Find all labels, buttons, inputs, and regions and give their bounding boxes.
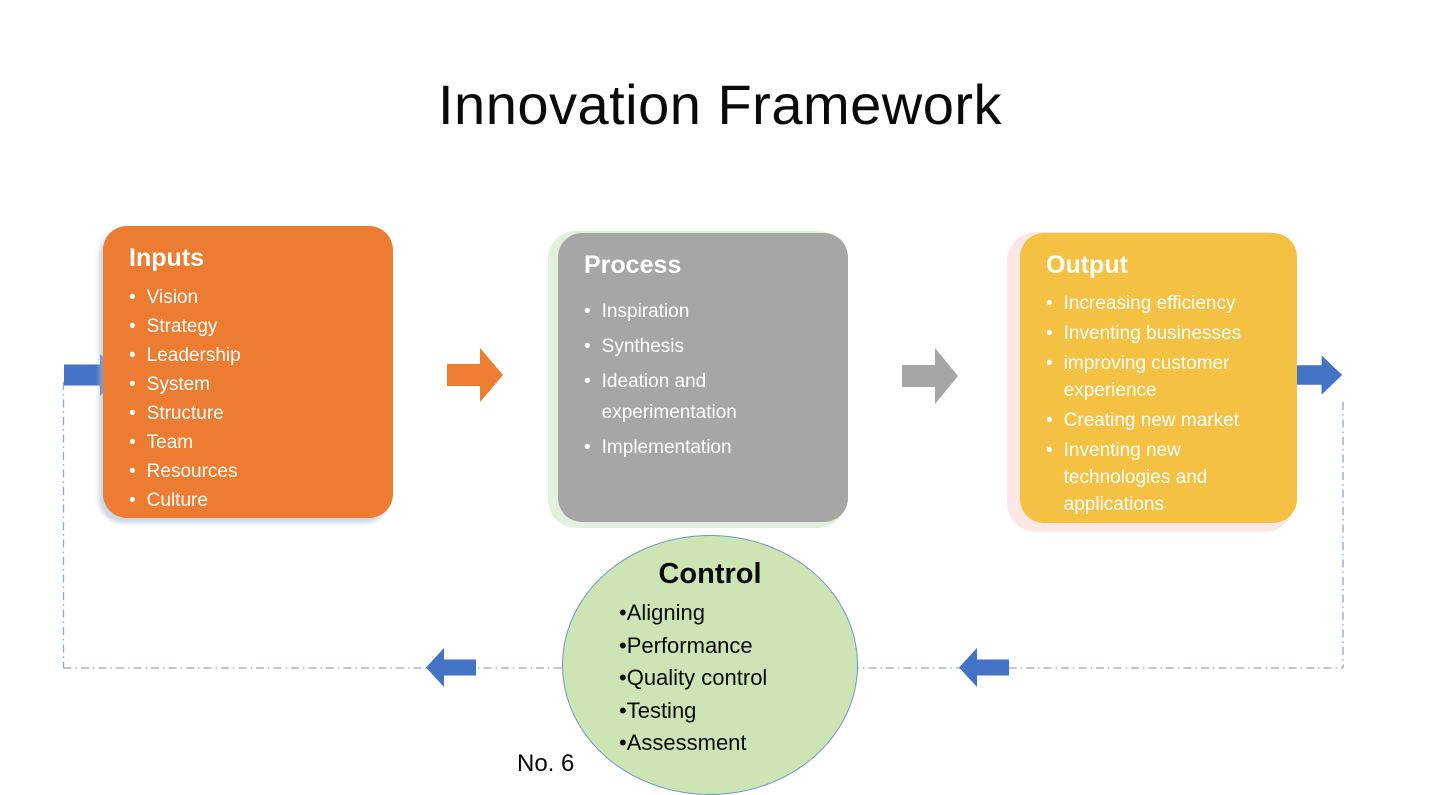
list-item: Resources <box>129 457 371 486</box>
list-item: Inspiration <box>584 296 826 327</box>
list-item: Aligning <box>619 597 857 630</box>
list-item: Strategy <box>129 312 371 341</box>
arrow-inputs-to-process-icon <box>447 348 503 402</box>
arrow-out-of-output-icon <box>1288 355 1343 395</box>
output-box: Output Increasing efficiency Inventing b… <box>1020 233 1297 523</box>
list-item: Increasing efficiency <box>1046 290 1275 317</box>
list-item: Implementation <box>584 432 826 463</box>
page-number: No. 6 <box>517 750 575 777</box>
list-item: Culture <box>129 486 371 515</box>
feedback-arrow-right-icon <box>959 648 1009 687</box>
output-box-title: Output <box>1046 251 1128 279</box>
output-list: Increasing efficiency Inventing business… <box>1046 290 1275 518</box>
list-item: Synthesis <box>584 331 826 362</box>
inputs-list: Vision Strategy Leadership System Struct… <box>129 283 371 515</box>
process-box-title: Process <box>584 251 682 279</box>
list-item: Testing <box>619 695 857 728</box>
list-item: Performance <box>619 630 857 663</box>
list-item: improving customer experience <box>1046 350 1275 404</box>
arrow-process-to-output-icon <box>902 348 958 404</box>
control-ellipse: Control Aligning Performance Quality con… <box>562 535 858 795</box>
list-item: Ideation and experimentation <box>584 366 826 428</box>
inputs-box-title: Inputs <box>129 244 204 272</box>
list-item: Structure <box>129 399 371 428</box>
list-item: Vision <box>129 283 371 312</box>
process-box: Process Inspiration Synthesis Ideation a… <box>558 233 848 522</box>
slide-title: Innovation Framework <box>437 73 1002 136</box>
feedback-arrow-left-icon <box>426 648 476 687</box>
control-list: Aligning Performance Quality control Tes… <box>563 597 857 760</box>
list-item: Inventing new technologies and applicati… <box>1046 437 1275 518</box>
list-item: Inventing businesses <box>1046 320 1275 347</box>
list-item: Creating new market <box>1046 407 1275 434</box>
process-list: Inspiration Synthesis Ideation and exper… <box>584 296 826 463</box>
list-item: Team <box>129 428 371 457</box>
list-item: Leadership <box>129 341 371 370</box>
control-title: Control <box>658 558 762 590</box>
list-item: System <box>129 370 371 399</box>
inputs-box: Inputs Vision Strategy Leadership System… <box>103 226 393 518</box>
list-item: Assessment <box>619 727 857 760</box>
list-item: Quality control <box>619 662 857 695</box>
